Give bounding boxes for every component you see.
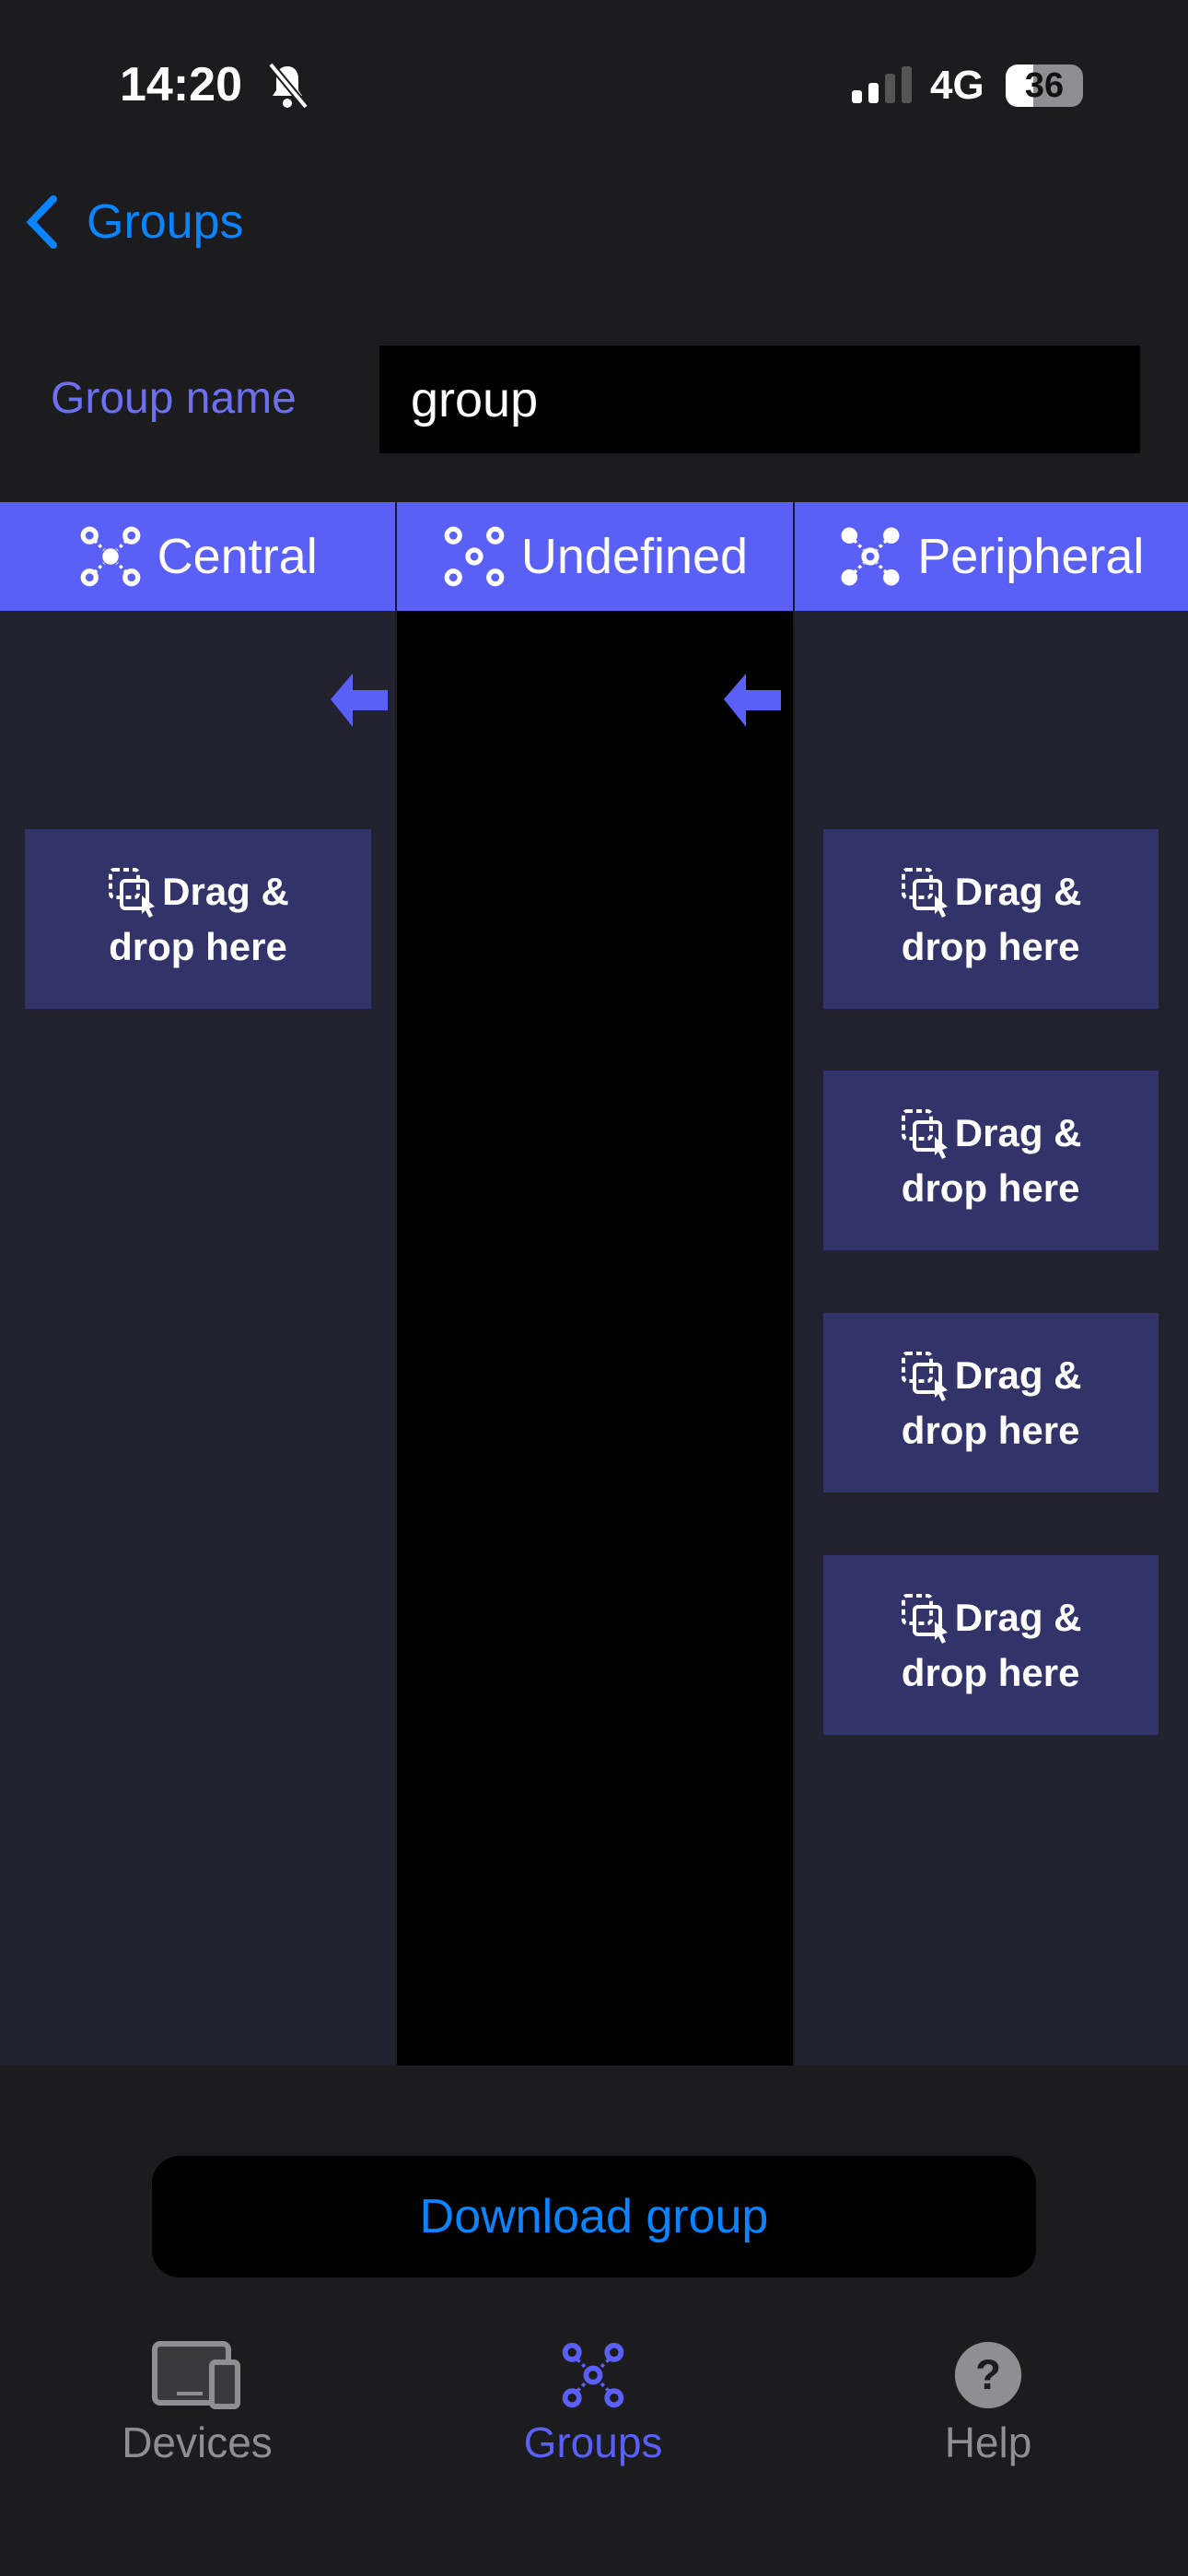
help-icon: ? bbox=[954, 2341, 1022, 2409]
drop-zone[interactable]: Drag & drop here bbox=[25, 829, 371, 1009]
signal-icon bbox=[852, 66, 912, 103]
drop-text: drop here bbox=[901, 1165, 1080, 1210]
drag-drop-icon bbox=[901, 1593, 948, 1644]
tab-label: Help bbox=[944, 2418, 1032, 2466]
nodes-icon bbox=[444, 526, 505, 587]
column-peripheral: Peripheral Drag & drop here Drag & drop … bbox=[794, 502, 1188, 2066]
network-icon bbox=[80, 526, 140, 587]
drag-drop-icon bbox=[901, 1108, 948, 1159]
group-columns: Central Drag & drop here Undefined Perip… bbox=[0, 502, 1188, 2066]
column-header-central: Central bbox=[0, 502, 396, 611]
drop-text: drop here bbox=[901, 1650, 1080, 1694]
column-undefined: Undefined bbox=[397, 502, 854, 2066]
drop-text: Drag & bbox=[954, 1110, 1082, 1154]
back-label: Groups bbox=[87, 195, 244, 249]
battery-icon: 36 bbox=[1006, 64, 1083, 107]
arrow-left-icon[interactable] bbox=[720, 668, 785, 732]
drop-text: Drag & bbox=[162, 869, 289, 913]
column-header-undefined: Undefined bbox=[397, 502, 793, 611]
drop-text: Drag & bbox=[954, 869, 1082, 913]
drag-drop-icon bbox=[901, 867, 948, 918]
chevron-left-icon bbox=[26, 195, 57, 249]
drop-text: Drag & bbox=[954, 1595, 1082, 1639]
drop-zone[interactable]: Drag & drop here bbox=[822, 829, 1159, 1009]
column-title: Peripheral bbox=[917, 529, 1145, 584]
column-title: Undefined bbox=[520, 529, 749, 584]
drop-text: Drag & bbox=[954, 1352, 1082, 1397]
group-name-label: Group name bbox=[51, 374, 297, 423]
group-name-input[interactable] bbox=[379, 345, 1140, 453]
column-header-peripheral: Peripheral bbox=[794, 502, 1188, 611]
column-central: Central Drag & drop here bbox=[0, 502, 460, 2066]
svg-text:?: ? bbox=[975, 2351, 1001, 2398]
arrow-left-icon[interactable] bbox=[327, 668, 391, 732]
tab-help[interactable]: ? Help bbox=[850, 2340, 1126, 2467]
silent-bell-icon bbox=[265, 62, 309, 115]
tab-label: Devices bbox=[122, 2418, 273, 2466]
tab-groups[interactable]: Groups bbox=[455, 2340, 731, 2467]
network-type: 4G bbox=[930, 63, 984, 108]
drop-zone[interactable]: Drag & drop here bbox=[822, 1313, 1159, 1493]
drop-text: drop here bbox=[901, 924, 1080, 968]
drop-text: drop here bbox=[109, 924, 287, 968]
download-group-button[interactable]: Download group bbox=[152, 2156, 1036, 2277]
devices-icon bbox=[152, 2341, 240, 2409]
drag-drop-icon bbox=[109, 867, 156, 918]
back-button[interactable]: Groups bbox=[26, 193, 244, 251]
column-title: Central bbox=[157, 529, 318, 584]
drop-text: drop here bbox=[901, 1408, 1080, 1452]
network-icon bbox=[841, 527, 900, 586]
network-icon bbox=[562, 2342, 624, 2408]
tab-devices[interactable]: Devices bbox=[59, 2340, 335, 2467]
status-time: 14:20 bbox=[120, 58, 242, 111]
tab-label: Groups bbox=[523, 2418, 663, 2466]
drop-zone[interactable]: Drag & drop here bbox=[822, 1071, 1159, 1250]
drag-drop-icon bbox=[901, 1351, 948, 1401]
drop-zone[interactable]: Drag & drop here bbox=[822, 1555, 1159, 1735]
